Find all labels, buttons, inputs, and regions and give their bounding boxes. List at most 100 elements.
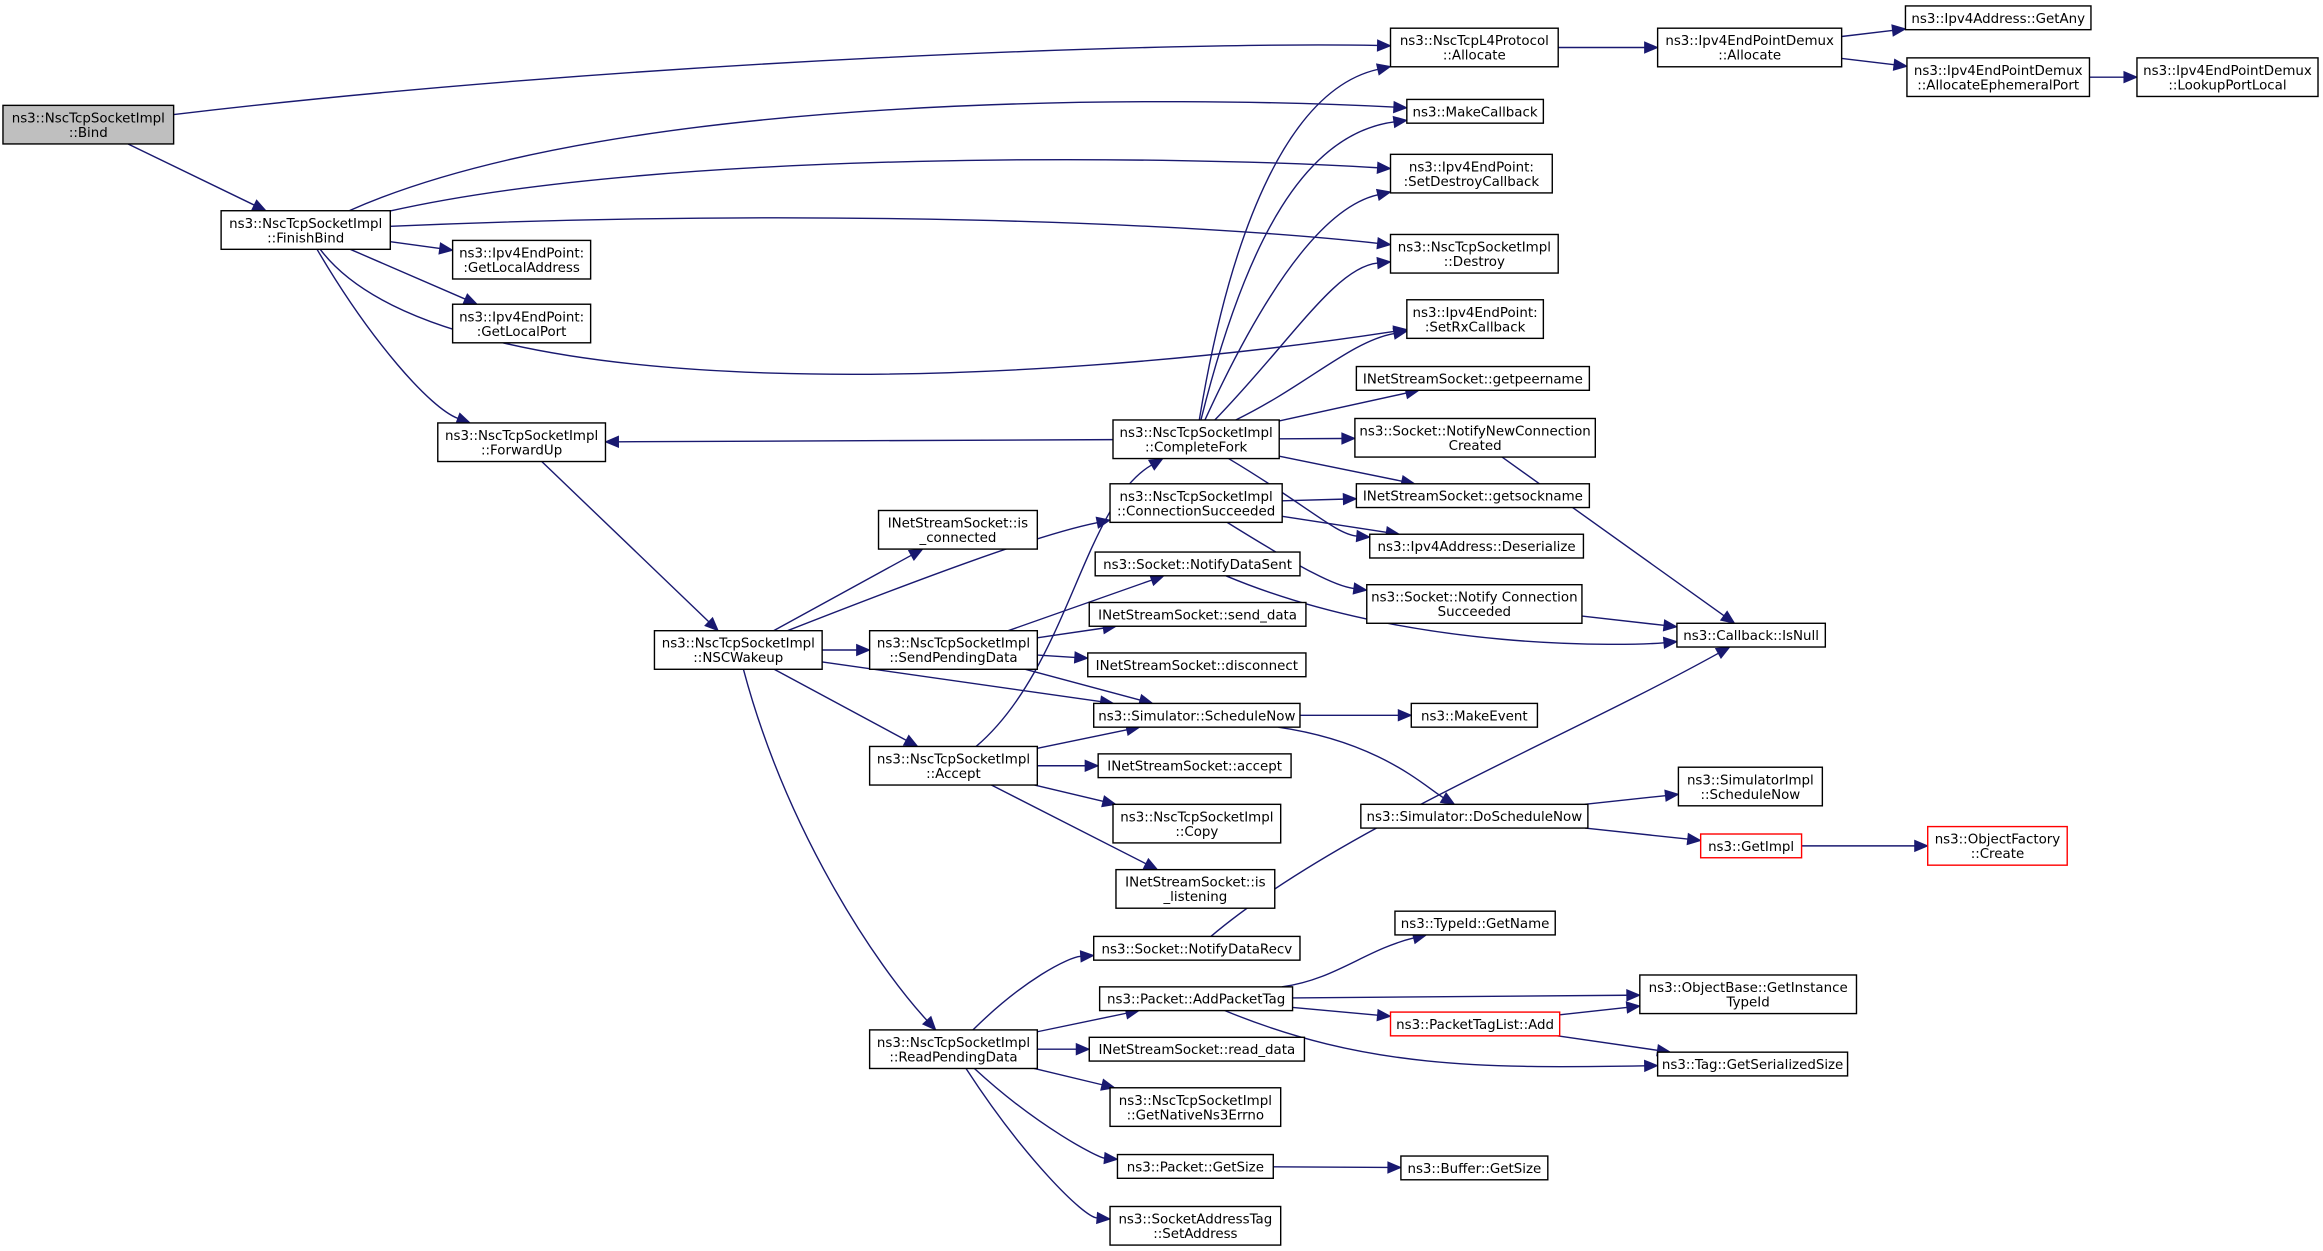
node-label: INetStreamSocket::is: [888, 517, 1028, 532]
edge-packettaglistadd-to-getinstancetypeid: [1559, 1001, 1642, 1016]
node-nscwakeup[interactable]: ns3::NscTcpSocketImpl::NSCWakeup: [653, 630, 823, 670]
node-gettypename[interactable]: ns3::TypeId::GetName: [1394, 910, 1556, 936]
edge-completefork-to-setdestroycb: [1204, 188, 1392, 421]
node-allocephemeral[interactable]: ns3::Ipv4EndPointDemux::AllocateEphemera…: [1906, 57, 2091, 98]
edge-line: [1037, 1012, 1127, 1033]
edge-line: [316, 248, 459, 420]
arrowhead-icon: [1387, 1161, 1403, 1174]
node-getserializedsize[interactable]: ns3::Tag::GetSerializedSize: [1656, 1051, 1849, 1077]
node-makecallback[interactable]: ns3::MakeCallback: [1406, 98, 1545, 124]
edge-line: [1273, 1166, 1388, 1169]
node-makeevent[interactable]: ns3::MakeEvent: [1410, 702, 1539, 728]
node-setrxcb[interactable]: ns3::Ipv4EndPoint::SetRxCallback: [1406, 299, 1545, 340]
node-notifydatasent[interactable]: ns3::Socket::NotifyDataSent: [1094, 551, 1301, 577]
node-l4allocate[interactable]: ns3::NscTcpL4Protocol::Allocate: [1389, 27, 1559, 68]
node-doschedulenow[interactable]: ns3::Simulator::DoScheduleNow: [1360, 803, 1589, 829]
edge-line: [1584, 827, 1688, 840]
arrowhead-icon: [1392, 327, 1409, 340]
node-readdata[interactable]: INetStreamSocket::read_data: [1088, 1036, 1306, 1062]
node-label: ns3::Ipv4EndPointDemux: [1665, 34, 1834, 49]
node-connsucceeded[interactable]: ns3::NscTcpSocketImpl::ConnectionSucceed…: [1109, 483, 1283, 524]
node-deserialize[interactable]: ns3::Ipv4Address::Deserialize: [1369, 533, 1585, 559]
edge-line: [1279, 455, 1403, 482]
node-label: ::FinishBind: [267, 231, 344, 246]
edge-connsucceeded-to-getsockname: [1282, 492, 1358, 506]
edge-line: [1033, 1067, 1103, 1086]
node-copy[interactable]: ns3::NscTcpSocketImpl::Copy: [1112, 803, 1282, 844]
node-getlocaladdress[interactable]: ns3::Ipv4EndPoint::GetLocalAddress: [451, 239, 592, 280]
edge-line: [965, 1068, 1098, 1219]
node-getany[interactable]: ns3::Ipv4Address::GetAny: [1904, 5, 2092, 31]
node-notifyconnsucceeded[interactable]: ns3::Socket::Notify ConnectionSucceeded: [1366, 583, 1583, 624]
node-label: ns3::Socket::NotifyDataRecv: [1102, 942, 1293, 957]
node-isconnected[interactable]: INetStreamSocket::is_connected: [877, 509, 1039, 550]
edge-line: [822, 661, 1101, 703]
edge-finishbind-to-getlocaladdress: [390, 240, 454, 255]
node-label: INetStreamSocket::read_data: [1098, 1043, 1295, 1058]
node-label: ns3::NscTcpSocketImpl: [662, 637, 815, 652]
node-callbackisnull[interactable]: ns3::Callback::IsNull: [1676, 622, 1827, 648]
node-label: ns3::Tag::GetSerializedSize: [1662, 1058, 1843, 1073]
node-getnativeerrno[interactable]: ns3::NscTcpSocketImpl::GetNativeNs3Errno: [1109, 1087, 1282, 1128]
node-label: ns3::Ipv4EndPoint:: [1409, 160, 1534, 175]
node-addpackettag[interactable]: ns3::Packet::AddPacketTag: [1098, 986, 1294, 1012]
node-accept[interactable]: ns3::NscTcpSocketImpl::Accept: [868, 745, 1039, 786]
node-finishbind[interactable]: ns3::NscTcpSocketImpl::FinishBind: [220, 210, 391, 251]
node-demuxallocate[interactable]: ns3::Ipv4EndPointDemux::Allocate: [1656, 27, 1843, 68]
node-disconnect[interactable]: INetStreamSocket::disconnect: [1087, 652, 1307, 678]
arrowhead-icon: [1075, 1042, 1091, 1056]
node-label: ns3::TypeId::GetName: [1401, 917, 1550, 932]
arrowhead-icon: [604, 435, 619, 449]
edge-schedulenow-to-doschedulenow: [1278, 726, 1456, 805]
node-box: [1906, 57, 2091, 98]
arrowhead-icon: [462, 293, 479, 305]
node-getpeername[interactable]: INetStreamSocket::getpeername: [1355, 365, 1591, 391]
edge-demuxallocate-to-allocephemeral: [1841, 57, 1909, 71]
node-label: ::Destroy: [1444, 255, 1505, 270]
node-sendpendingdata[interactable]: ns3::NscTcpSocketImpl::SendPendingData: [868, 630, 1039, 670]
node-label: ns3::NscTcpSocketImpl: [877, 752, 1030, 767]
node-objectfactorycreate[interactable]: ns3::ObjectFactory::Create: [1927, 825, 2068, 866]
node-getlocalport[interactable]: ns3::Ipv4EndPoint::GetLocalPort: [451, 303, 592, 344]
node-box: [868, 1029, 1039, 1070]
node-schedulenow[interactable]: ns3::Simulator::ScheduleNow: [1093, 702, 1301, 728]
node-senddata[interactable]: INetStreamSocket::send_data: [1088, 601, 1307, 627]
edge-line: [1235, 332, 1395, 421]
node-box: [1088, 1036, 1306, 1062]
edge-connsucceeded-to-notifyconnsucceeded: [1226, 521, 1369, 595]
node-bind[interactable]: ns3::NscTcpSocketImpl::Bind: [2, 104, 175, 145]
edge-line: [973, 1067, 1105, 1159]
node-box: [451, 303, 592, 344]
node-label: ns3::Simulator::ScheduleNow: [1098, 709, 1295, 724]
node-setdestroycb[interactable]: ns3::Ipv4EndPoint::SetDestroyCallback: [1389, 153, 1553, 194]
node-simimplschedulenow[interactable]: ns3::SimulatorImpl::ScheduleNow: [1677, 766, 1824, 807]
node-islistening[interactable]: INetStreamSocket::is_listening: [1115, 868, 1276, 909]
node-inetaccept[interactable]: INetStreamSocket::accept: [1097, 753, 1292, 779]
node-box: [1389, 153, 1553, 194]
node-setaddress[interactable]: ns3::SocketAddressTag::SetAddress: [1109, 1205, 1282, 1246]
node-lookupportlocal[interactable]: ns3::Ipv4EndPointDemux::LookupPortLocal: [2136, 57, 2319, 98]
arrowhead-icon: [1392, 115, 1409, 129]
node-label: ns3::Socket::NotifyNewConnection: [1359, 425, 1590, 440]
node-packettaglistadd[interactable]: ns3::PacketTagList::Add: [1389, 1011, 1561, 1037]
node-label: ns3::NscTcpSocketImpl: [1120, 426, 1273, 441]
node-packetgetsize[interactable]: ns3::Packet::GetSize: [1116, 1153, 1274, 1179]
node-buffergetsize[interactable]: ns3::Buffer::GetSize: [1400, 1155, 1549, 1181]
edge-completefork-to-getpeername: [1279, 387, 1421, 422]
node-label: ns3::NscTcpL4Protocol: [1400, 34, 1549, 49]
node-destroy[interactable]: ns3::NscTcpSocketImpl::Destroy: [1389, 233, 1559, 274]
arrowhead-icon: [438, 242, 454, 255]
node-box: [2, 104, 175, 145]
node-getsockname[interactable]: INetStreamSocket::getsockname: [1355, 483, 1591, 509]
arrowhead-icon: [907, 548, 924, 562]
node-completefork[interactable]: ns3::NscTcpSocketImpl::CompleteFork: [1112, 419, 1280, 460]
node-readpendingdata[interactable]: ns3::NscTcpSocketImpl::ReadPendingData: [868, 1029, 1039, 1070]
arrowhead-icon: [1393, 100, 1409, 114]
node-forwardup[interactable]: ns3::NscTcpSocketImpl::ForwardUp: [437, 422, 607, 463]
node-notifydatarecv[interactable]: ns3::Socket::NotifyDataRecv: [1093, 935, 1301, 961]
edge-line: [1037, 627, 1104, 639]
node-label: Created: [1449, 439, 1502, 454]
node-getimpl[interactable]: ns3::GetImpl: [1699, 833, 1803, 859]
